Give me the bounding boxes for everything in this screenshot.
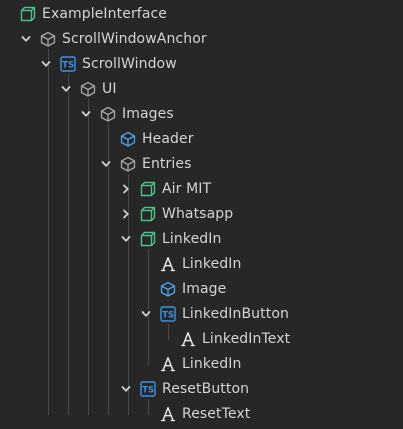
chevron-right-icon[interactable] [120,208,132,220]
tree-row[interactable]: LinkedIn [0,227,403,252]
tree-row[interactable]: ExampleInterface [0,2,403,27]
tree-row[interactable]: TS ScrollWindow [0,52,403,77]
tree-row-label: ExampleInterface [42,6,168,22]
tree-guide-line [168,324,169,340]
tree-row-label: LinkedIn [182,356,242,372]
entity-icon [140,181,156,197]
tree-row[interactable]: Header [0,127,403,152]
entity-icon [140,231,156,247]
svg-text:TS: TS [62,60,74,70]
container-icon [100,106,116,122]
tree-row-label: Whatsapp [162,206,234,222]
tree-row-label: Air MIT [162,181,212,197]
chevron-down-icon[interactable] [80,108,92,120]
tree-row[interactable]: ScrollWindowAnchor [0,27,403,52]
tree-row-label: ScrollWindowAnchor [62,31,207,47]
tree-row[interactable]: LinkedIn [0,352,403,377]
chevron-down-icon[interactable] [120,383,132,395]
text-icon [180,331,196,347]
tree-row-label: Entries [142,156,192,172]
text-icon [160,256,176,272]
tree-row[interactable]: TS ResetButton [0,377,403,402]
tree-row-label: LinkedInText [202,331,291,347]
tree-row-label: ScrollWindow [82,56,177,72]
tree-row-label: ResetText [182,406,251,422]
tree-row[interactable]: Whatsapp [0,202,403,227]
tree-row-label: Image [182,281,227,297]
tree-row-label: LinkedInButton [182,306,289,322]
entity-icon [140,206,156,222]
tree-row[interactable]: UI [0,77,403,102]
tree-guide-line [88,99,89,415]
tree-guide-line [148,249,149,365]
tree-row[interactable]: Entries [0,152,403,177]
script-icon: TS [160,306,176,322]
chevron-down-icon[interactable] [20,33,32,45]
svg-text:TS: TS [162,310,174,320]
chevron-down-icon[interactable] [140,308,152,320]
tree-row[interactable]: TS LinkedInButton [0,302,403,327]
text-icon [160,356,176,372]
tree-row-label: ResetButton [162,381,250,397]
tree-guide-line [68,74,69,415]
container-icon [80,81,96,97]
tree-row[interactable]: LinkedInText [0,327,403,352]
tree-guide-line [108,124,109,415]
script-icon: TS [140,381,156,397]
image-icon [160,281,176,297]
entity-icon [20,6,36,22]
tree-guide-line [148,399,149,415]
chevron-down-icon[interactable] [40,58,52,70]
tree-guide-line [48,49,49,415]
container-icon [40,31,56,47]
tree-row-label: LinkedIn [162,231,222,247]
container-icon [120,156,136,172]
tree-guide-line [128,174,129,415]
svg-text:TS: TS [142,385,154,395]
tree-row[interactable]: Image [0,277,403,302]
tree-row[interactable]: LinkedIn [0,252,403,277]
text-icon [160,406,176,422]
chevron-down-icon[interactable] [100,158,112,170]
tree-row[interactable]: Air MIT [0,177,403,202]
image-icon [120,131,136,147]
tree-row-label: Header [142,131,194,147]
chevron-down-icon[interactable] [120,233,132,245]
tree-row[interactable]: Images [0,102,403,127]
tree-row[interactable]: ResetText [0,402,403,427]
script-icon: TS [60,56,76,72]
tree-row-label: UI [102,81,117,97]
tree-row-label: Images [122,106,174,122]
tree-row-label: LinkedIn [182,256,242,272]
chevron-down-icon[interactable] [60,83,72,95]
chevron-right-icon[interactable] [120,183,132,195]
